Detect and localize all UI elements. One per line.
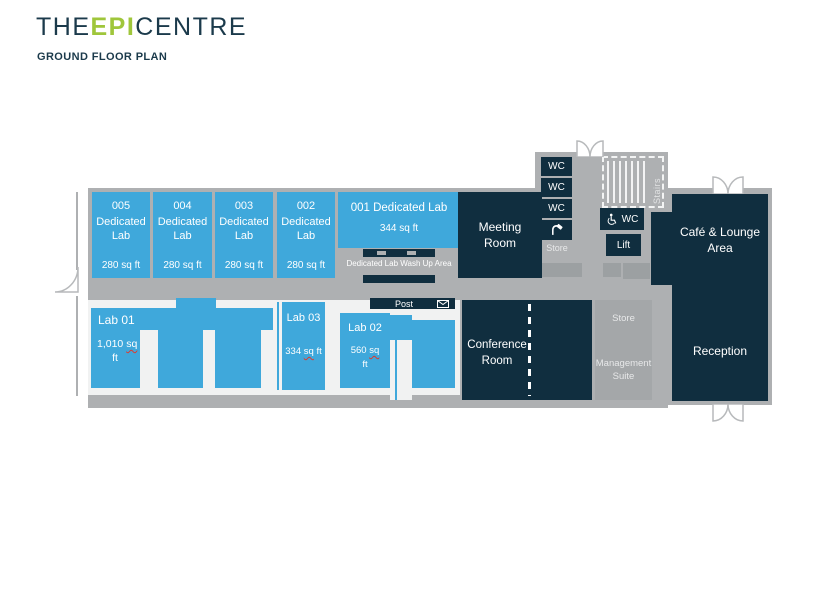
lab-02-right-wing bbox=[412, 320, 455, 388]
room-label: Meeting Room bbox=[478, 219, 522, 250]
logo-centre: CENTRE bbox=[135, 13, 248, 41]
room-label: WC bbox=[548, 161, 565, 172]
threshold bbox=[542, 263, 582, 277]
page-title: GROUND FLOOR PLAN bbox=[37, 51, 168, 63]
lab-area: 280 sq ft bbox=[163, 260, 202, 271]
room-store-management: Store Management Suite bbox=[595, 300, 652, 400]
lab-01-notch bbox=[176, 298, 216, 308]
threshold bbox=[623, 263, 650, 279]
lab-area: 280 sq ft bbox=[286, 260, 326, 271]
room-wc-2: WC bbox=[541, 178, 572, 197]
outer-wall-left-upper bbox=[76, 192, 78, 270]
room-label: WC bbox=[548, 203, 565, 214]
washup-counter-bottom bbox=[363, 275, 435, 283]
room-wc-3: WC bbox=[541, 199, 572, 218]
reception-label: Reception bbox=[692, 344, 748, 358]
room-label: WC bbox=[548, 182, 565, 193]
logo-the: THE bbox=[36, 13, 91, 41]
lab-number: 002 bbox=[296, 200, 316, 212]
room-lab-005: 005 Dedicated Lab 280 sq ft bbox=[92, 192, 150, 278]
lab-01-bench-gap bbox=[140, 330, 158, 388]
lab-area-unit: ft bbox=[362, 359, 368, 370]
cafe-label: Café & Lounge Area bbox=[679, 225, 761, 256]
lab-name: Dedicated Lab bbox=[281, 216, 331, 243]
logo: THEEPICENTRE bbox=[36, 13, 247, 42]
shower-icon bbox=[550, 223, 564, 237]
logo-epi: EPI bbox=[90, 13, 136, 41]
sink bbox=[377, 251, 386, 255]
room-lab-003: 003 Dedicated Lab 280 sq ft bbox=[215, 192, 273, 278]
lab-02-bench-gap bbox=[390, 340, 412, 400]
lab-number: 003 bbox=[234, 200, 254, 212]
lab-name: Dedicated Lab bbox=[219, 216, 269, 243]
lab-area-unit: ft bbox=[112, 352, 118, 364]
wall-line bbox=[395, 340, 397, 400]
management-suite-label: Management Suite bbox=[595, 358, 652, 382]
threshold bbox=[603, 263, 621, 277]
door-arc-left bbox=[54, 266, 80, 294]
room-label: Lift bbox=[616, 239, 631, 251]
lab-area: 1,010 sq bbox=[97, 338, 138, 350]
lab-number: 005 bbox=[111, 200, 131, 212]
sink bbox=[407, 251, 416, 255]
lab-name: Lab 01 bbox=[98, 313, 135, 327]
lab-name: Dedicated Lab bbox=[96, 216, 146, 243]
spellcheck-sq: sq bbox=[126, 338, 138, 350]
room-lift: Lift bbox=[606, 234, 641, 256]
room-shower bbox=[541, 220, 572, 240]
lab-01-bench-gap bbox=[261, 330, 273, 388]
lab-number: 004 bbox=[173, 200, 192, 212]
lab-name: Lab 03 bbox=[286, 312, 321, 324]
partition-dashed-line bbox=[528, 304, 531, 396]
post-label: Post bbox=[395, 299, 414, 309]
room-lab-001: 001 Dedicated Lab 344 sq ft bbox=[338, 192, 460, 248]
stairs: Stairs bbox=[602, 156, 664, 208]
wall-line bbox=[277, 302, 279, 390]
room-lab-002: 002 Dedicated Lab 280 sq ft bbox=[277, 192, 335, 278]
envelope-icon bbox=[437, 300, 449, 308]
double-door-cafe-top bbox=[712, 174, 744, 194]
double-door-reception-bottom bbox=[712, 404, 744, 424]
wheelchair-icon bbox=[606, 213, 619, 226]
room-lab-02 bbox=[340, 313, 390, 388]
lab-area: 344 sq ft bbox=[379, 223, 419, 234]
room-meeting: Meeting Room bbox=[458, 192, 542, 278]
lab-area: 334 sq ft bbox=[285, 346, 322, 357]
outer-wall-left-lower bbox=[76, 296, 78, 396]
lab-area: 280 sq ft bbox=[224, 260, 264, 271]
washup-counter-top bbox=[363, 249, 435, 257]
lab-name: 001 Dedicated Lab bbox=[350, 202, 448, 214]
room-lab-004: 004 Dedicated Lab 280 sq ft bbox=[153, 192, 212, 278]
room-lab-01 bbox=[91, 308, 273, 388]
room-accessible-wc: WC bbox=[600, 208, 644, 230]
room-label: WC bbox=[621, 213, 639, 225]
room-lab-03: Lab 03 334 sq ft bbox=[282, 302, 325, 390]
lab-02-connector bbox=[390, 315, 412, 340]
room-label: Conference Room bbox=[467, 339, 527, 367]
room-conference: Conference Room bbox=[462, 300, 592, 400]
lab-name: Lab 02 bbox=[348, 322, 382, 334]
store-upper-label: Store bbox=[546, 243, 568, 253]
room-wc-1: WC bbox=[541, 157, 572, 176]
spellcheck-sq: sq bbox=[303, 346, 314, 357]
stairs-label: Stairs bbox=[652, 177, 662, 204]
lab-area: 560 sq bbox=[350, 345, 380, 356]
room-cafe-reception: Café & Lounge Area Reception bbox=[672, 194, 768, 401]
cafe-extension bbox=[651, 212, 675, 285]
lab-area: 280 sq ft bbox=[101, 260, 141, 271]
lab-name: Dedicated Lab bbox=[157, 216, 208, 243]
double-door-stairs bbox=[576, 138, 604, 157]
washup-label: Dedicated Lab Wash Up Area bbox=[346, 259, 452, 268]
spellcheck-sq: sq bbox=[369, 345, 380, 356]
lab-01-bench-gap bbox=[203, 330, 215, 388]
stair-treads bbox=[607, 161, 649, 203]
post-bar: Post bbox=[370, 298, 455, 309]
store-lower-label: Store bbox=[612, 313, 635, 324]
